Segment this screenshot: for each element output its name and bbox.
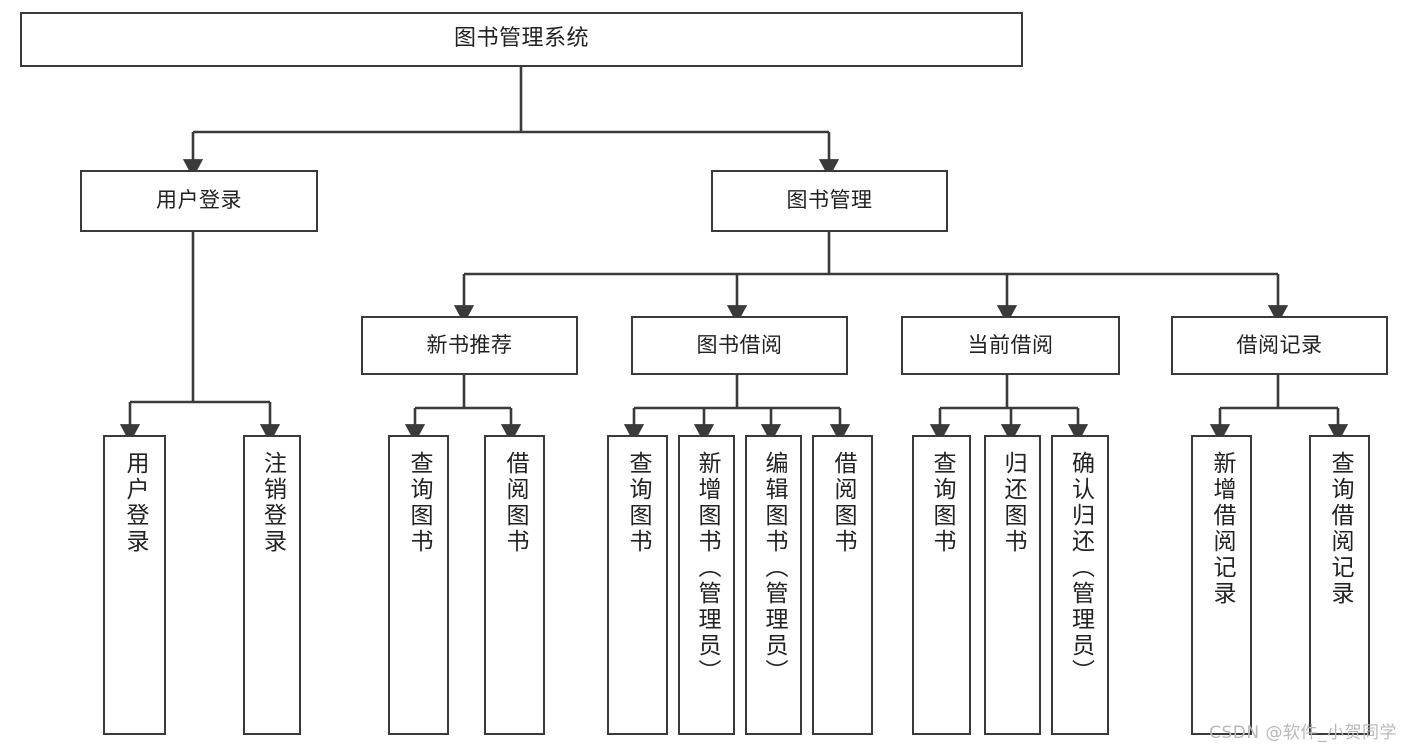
node-root-system[interactable]: 图书管理系统: [20, 12, 1023, 67]
leaf-user-login[interactable]: 用户登录: [103, 435, 166, 735]
node-label: 图书借阅: [696, 332, 783, 357]
leaf-borrow-book[interactable]: 借阅图书: [812, 435, 873, 735]
node-label: 注销登录: [259, 451, 286, 555]
node-borrow-record[interactable]: 借阅记录: [1171, 316, 1388, 375]
leaf-add-borrow-record[interactable]: 新增借阅记录: [1191, 435, 1252, 735]
node-label: 用户登录: [156, 188, 242, 213]
node-label: 编辑图书（管理员）: [761, 451, 787, 685]
node-label: 图书管理: [786, 188, 873, 213]
node-label: 用户登录: [122, 451, 148, 555]
node-label: 查询借阅记录: [1327, 451, 1353, 607]
node-book-management[interactable]: 图书管理: [711, 170, 948, 232]
leaf-query-borrow-record[interactable]: 查询借阅记录: [1309, 435, 1370, 735]
node-label: 新增借阅记录: [1209, 451, 1235, 607]
node-label: 借阅图书: [502, 451, 528, 555]
node-current-borrow[interactable]: 当前借阅: [901, 316, 1120, 375]
leaf-borrow-book-recommend[interactable]: 借阅图书: [484, 435, 545, 735]
leaf-return-book[interactable]: 归还图书: [984, 435, 1041, 735]
node-label: 查询图书: [406, 451, 432, 555]
leaf-query-book-recommend[interactable]: 查询图书: [388, 435, 449, 735]
node-label: 查询图书: [929, 451, 955, 555]
leaf-confirm-return-admin[interactable]: 确认归还（管理员）: [1051, 435, 1109, 735]
node-label: 当前借阅: [967, 332, 1054, 357]
node-book-borrow[interactable]: 图书借阅: [631, 316, 848, 375]
leaf-logout-login[interactable]: 注销登录: [243, 435, 301, 735]
node-label: 查询图书: [625, 451, 651, 555]
csdn-watermark: CSDN @软件_小贺同学: [1209, 723, 1397, 743]
node-new-book-recommend[interactable]: 新书推荐: [361, 316, 578, 375]
leaf-query-book-borrow[interactable]: 查询图书: [607, 435, 668, 735]
node-label: 借阅记录: [1236, 332, 1323, 357]
leaf-add-book-admin[interactable]: 新增图书（管理员）: [678, 435, 735, 735]
node-label: 新增图书（管理员）: [694, 451, 720, 685]
node-user-login[interactable]: 用户登录: [80, 170, 318, 232]
node-label: 借阅图书: [830, 451, 856, 555]
node-label: 图书管理系统: [453, 26, 589, 52]
node-label: 新书推荐: [426, 332, 513, 357]
node-label: 确认归还（管理员）: [1067, 451, 1094, 685]
leaf-edit-book-admin[interactable]: 编辑图书（管理员）: [745, 435, 802, 735]
node-label: 归还图书: [1000, 451, 1026, 555]
leaf-query-book-current[interactable]: 查询图书: [912, 435, 971, 735]
